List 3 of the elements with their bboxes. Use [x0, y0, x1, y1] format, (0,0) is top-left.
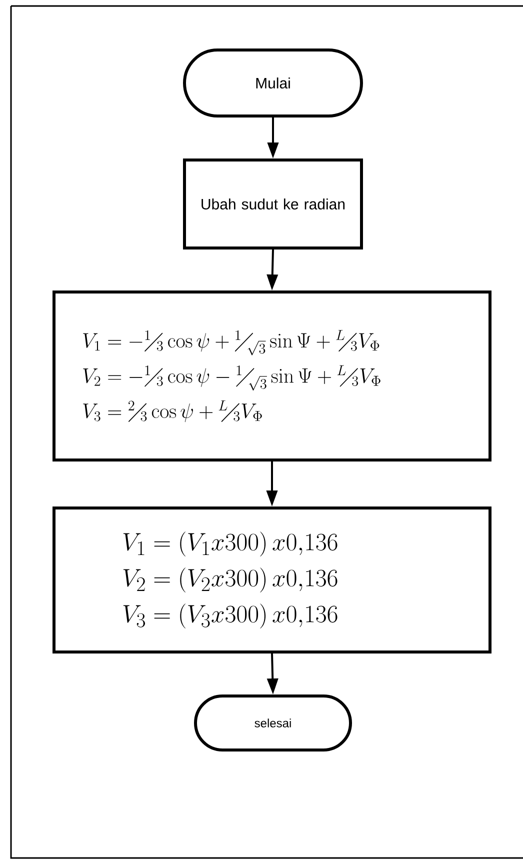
formula-box: $V_{1} = (V_{1}x300)\,x0{,}136$ $V_{2} = (V_{2}x300)\,x0{,}136$ $V_{3} = (V_{3}x300)\,x0{,}136$ [52, 506, 492, 654]
formula-box: $V_{1} = -{}^{1}\!\!\diagup\!\!_{3}\cos\psi + {}^{1}\!\!\diagup\!\!_{\sqrt{3}}\sin\Psi + {}^{L}\!\!\diagup\!\!_{3}V_{\Phi}$ $V_{2} = -{}^{1}\!\!\diagup\!\!_{3}\cos\psi - {}^{1}\!\!\diagup\!\!_{\sqrt{3}}\sin\Psi + {}^{L}\!\!\diagup\!\!_{3}V_{\Phi}$ $V_{3} = {}^{2}\!\!\diagup\!\!_{3}\cos\psi + {}^{L}\!\!\diagup\!\!_{3}V_{\Phi}$ [52, 290, 492, 462]
process-box: Ubah sudut ke radian [183, 158, 363, 250]
